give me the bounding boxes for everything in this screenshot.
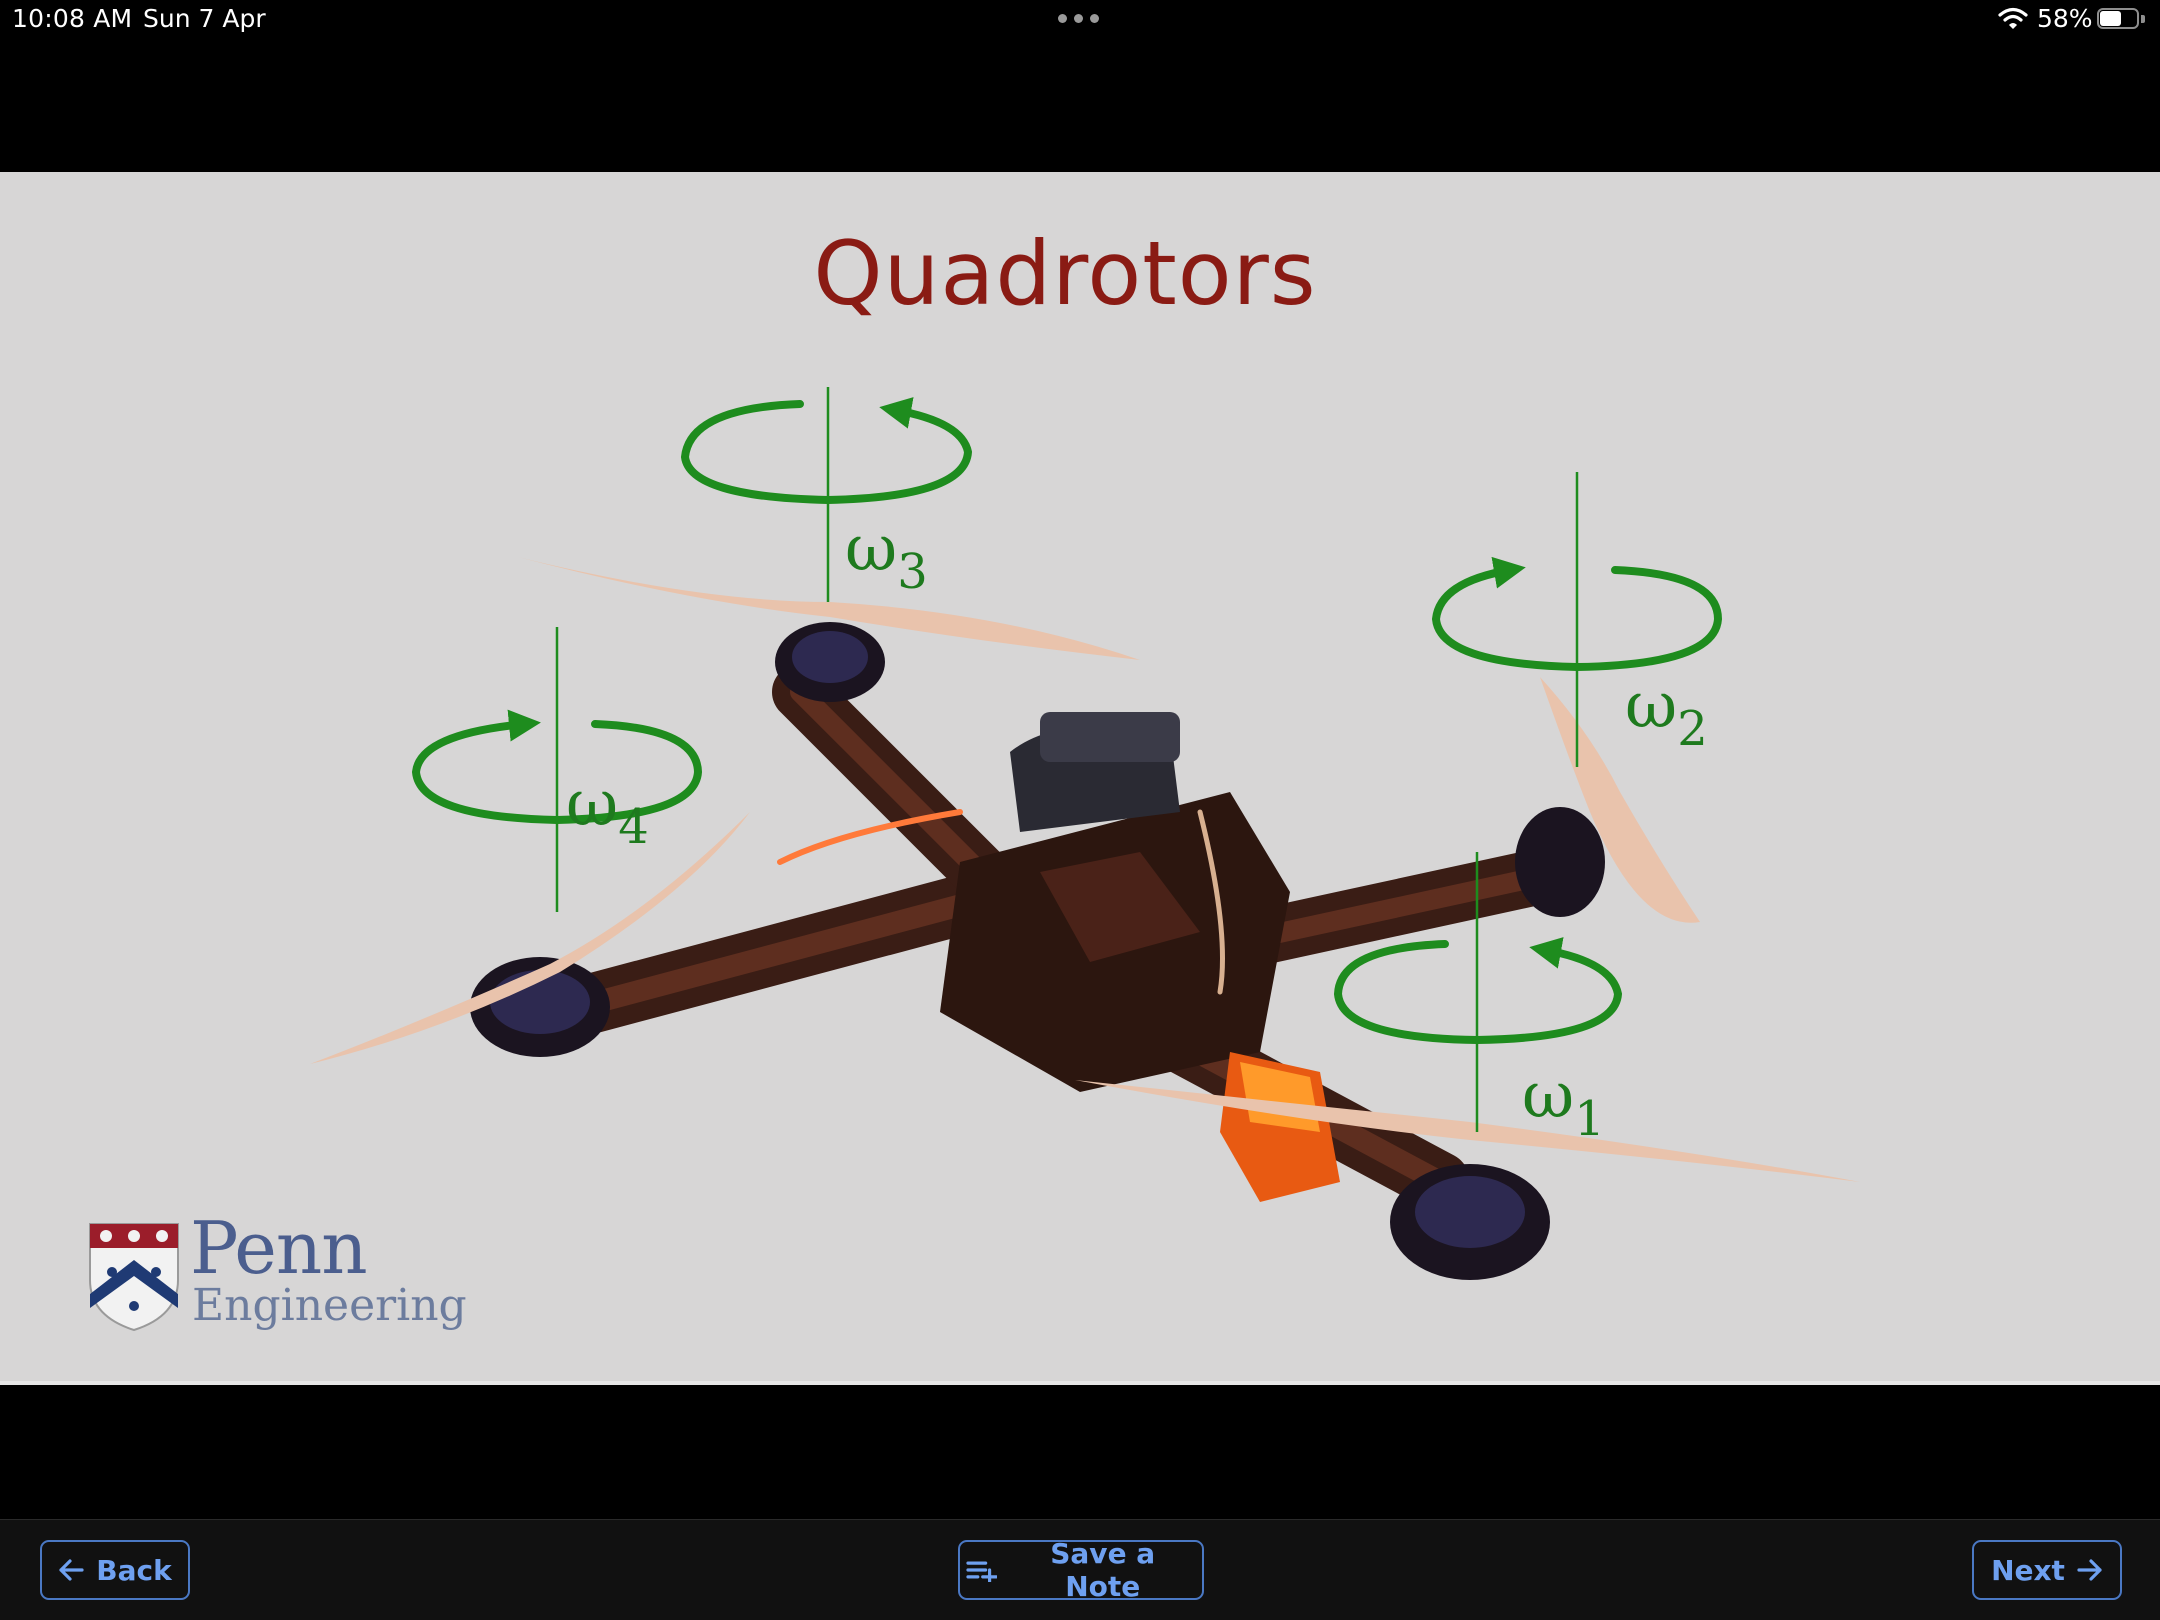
arrow-left-icon (59, 1559, 84, 1581)
arrow-right-icon (2077, 1559, 2102, 1581)
rotation-arrows (411, 397, 1723, 1045)
bottom-toolbar: Back Save a Note Next (0, 1519, 2160, 1620)
add-note-icon (966, 1561, 998, 1582)
drone-frame (470, 622, 1605, 1280)
slide-title: Quadrotors (813, 222, 1317, 325)
status-time: 10:08 AM (12, 4, 133, 33)
back-label: Back (96, 1553, 172, 1587)
propellers (310, 557, 1860, 1182)
status-date: Sun 7 Apr (143, 4, 266, 33)
save-note-button[interactable]: Save a Note (958, 1537, 1204, 1603)
wifi-icon (1998, 7, 2028, 29)
video-progress-line (0, 1381, 2160, 1385)
save-note-label: Save a Note (1050, 1537, 1156, 1603)
next-button[interactable]: Next (1972, 1540, 2122, 1600)
battery-percent: 58% (2037, 4, 2093, 33)
penn-engineering-logo: Penn Engineering (86, 1206, 467, 1342)
omega-4-label: ω4 (566, 767, 649, 855)
multitask-dots-icon[interactable] (1056, 12, 1102, 26)
back-button[interactable]: Back (40, 1540, 190, 1600)
status-bar: 10:08 AM Sun 7 Apr 58% (0, 0, 2160, 40)
engineering-wordmark: Engineering (192, 1280, 467, 1331)
quadrotor-illustration (310, 387, 1860, 1280)
omega-1-label: ω1 (1522, 1059, 1605, 1147)
penn-wordmark: Penn (190, 1206, 368, 1290)
omega-3-label: ω3 (845, 512, 928, 600)
omega-2-label: ω2 (1625, 669, 1708, 757)
battery-icon (2097, 8, 2147, 31)
penn-shield-icon (89, 1223, 179, 1332)
next-label: Next (1991, 1553, 2065, 1587)
lecture-video[interactable]: Quadrotors (0, 172, 2160, 1385)
rotation-axes (555, 387, 1579, 1132)
